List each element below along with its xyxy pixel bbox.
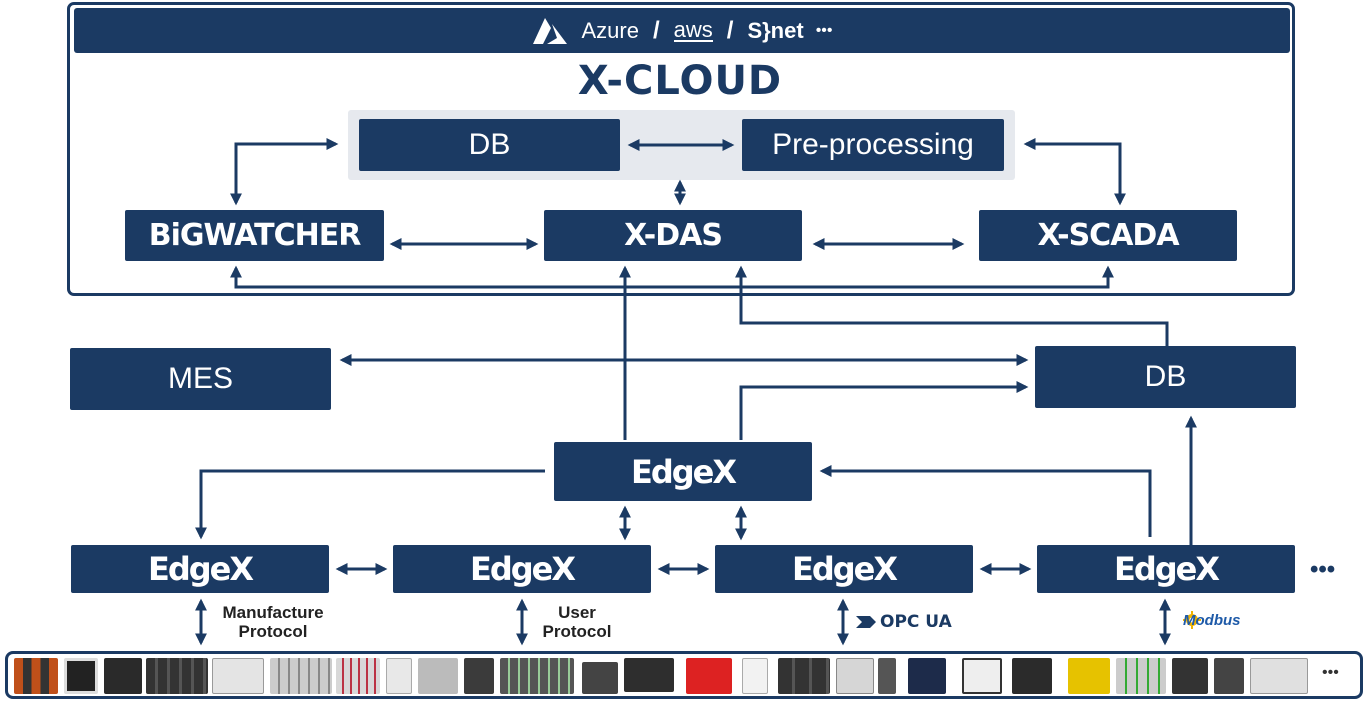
io-module-device-icon: [336, 658, 380, 694]
edgex-box-3: EdgeX: [715, 545, 973, 593]
inverter-device-icon: [686, 658, 732, 694]
manufacture-protocol-label: Manufacture Protocol: [222, 603, 324, 641]
modbus-logo: Modbus: [1183, 611, 1241, 629]
more-devices-indicator: •••: [1322, 664, 1339, 681]
plc-device-icon: [1116, 658, 1166, 694]
preprocessing-box: Pre-processing: [742, 119, 1004, 171]
modbus-label: Modbus: [1183, 611, 1241, 629]
more-edges-indicator: •••: [1310, 556, 1336, 583]
drive-device-icon: [386, 658, 412, 694]
cloud-provider-banner: Azure / aws / S}net •••: [74, 8, 1290, 53]
plc-device-icon: [14, 658, 58, 694]
meter-device-icon: [836, 658, 874, 694]
snet-label: S}net: [747, 17, 804, 43]
opcua-label: OPC UA: [880, 612, 952, 632]
io-module-device-icon: [270, 658, 332, 694]
cloud-db-box: DB: [359, 119, 620, 171]
controller-device-icon: [64, 658, 98, 694]
plc-device-icon: [1172, 658, 1208, 694]
printer-device-icon: [1012, 658, 1052, 694]
gateway-device-icon: [624, 658, 674, 692]
user-protocol-label: User Protocol: [542, 603, 612, 641]
io-module-device-icon: [500, 658, 574, 694]
bigwatcher-box: BiGWATCHER: [125, 210, 384, 261]
plc-device-icon: [1214, 658, 1244, 694]
edgex-box-1: EdgeX: [71, 545, 329, 593]
azure-label: Azure: [581, 17, 639, 43]
edgex-box-2: EdgeX: [393, 545, 651, 593]
db-box: DB: [1035, 346, 1296, 408]
x-cloud-title: X-CLOUD: [577, 58, 783, 104]
aws-label: aws: [673, 16, 713, 42]
router-device-icon: [582, 662, 618, 694]
mes-box: MES: [70, 348, 331, 410]
opcua-logo-icon: [856, 616, 876, 628]
plc-device-icon: [464, 658, 494, 694]
edgex-center-box: EdgeX: [554, 442, 812, 501]
plc-device-icon: [104, 658, 142, 694]
plc-device-icon: [418, 658, 458, 694]
xscada-box: X-SCADA: [979, 210, 1237, 261]
more-providers: •••: [815, 21, 833, 39]
plc-device-icon: [1250, 658, 1308, 694]
drive-device-icon: [778, 658, 830, 694]
drive-device-icon: [742, 658, 768, 694]
azure-logo-icon: [531, 16, 569, 46]
provider-separator: /: [652, 16, 660, 44]
modbus-gear-icon: [1183, 611, 1201, 629]
opcua-logo: OPC UA: [856, 612, 952, 632]
sensor-device-icon: [1068, 658, 1110, 694]
xdas-box: X-DAS: [544, 210, 802, 261]
provider-separator: /: [726, 16, 734, 44]
io-module-device-icon: [146, 658, 208, 694]
edgex-box-4: EdgeX: [1037, 545, 1295, 593]
plc-device-icon: [212, 658, 264, 694]
scanner-device-icon: [878, 658, 896, 694]
inverter-device-icon: [908, 658, 946, 694]
meter-device-icon: [962, 658, 1002, 694]
